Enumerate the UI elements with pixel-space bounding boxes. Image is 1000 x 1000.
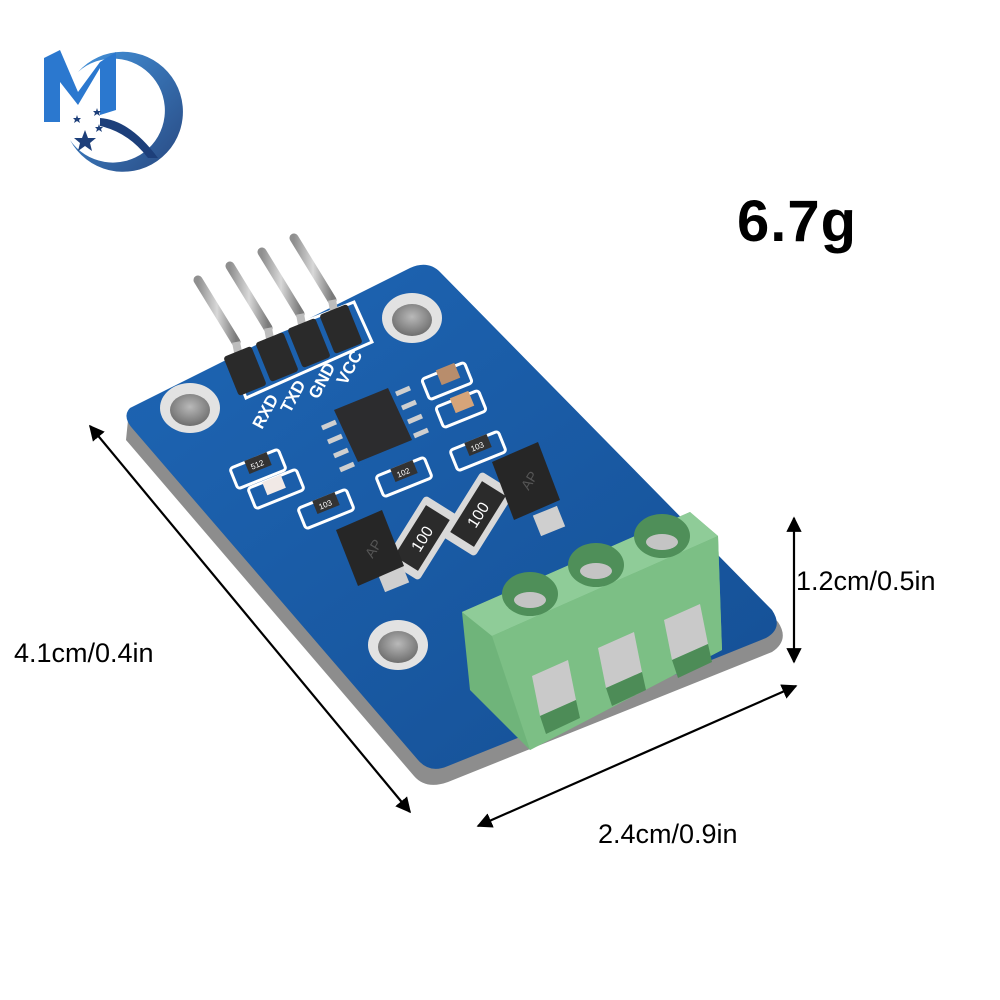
- capacitor: [434, 389, 488, 429]
- brand-logo: [44, 50, 183, 172]
- pcb-board: RXD TXD GND VCC: [126, 233, 783, 785]
- diode: AP: [492, 442, 566, 537]
- terminal-screw: [502, 572, 558, 616]
- wire-clamp: [664, 604, 712, 678]
- star-icon: [73, 108, 103, 151]
- length-dimension-label: 4.1cm/0.4in: [14, 638, 154, 668]
- terminal-screw: [568, 543, 624, 587]
- dimension-arrows: [89, 424, 802, 828]
- capacitor: [420, 361, 474, 401]
- length-arrow: [89, 424, 411, 814]
- mounting-hole: [160, 383, 220, 433]
- power-resistor: 100: [442, 472, 514, 556]
- height-dimension-label: 1.2cm/0.5in: [796, 566, 936, 596]
- smd-resistor: 103: [449, 430, 507, 472]
- pin-header: [193, 233, 362, 396]
- mounting-hole: [368, 620, 428, 670]
- mounting-hole: [382, 293, 442, 343]
- weight-label: 6.7g: [737, 189, 858, 254]
- terminal-screw: [634, 514, 690, 558]
- width-dimension-label: 2.4cm/0.9in: [598, 819, 738, 849]
- width-arrow: [476, 684, 798, 828]
